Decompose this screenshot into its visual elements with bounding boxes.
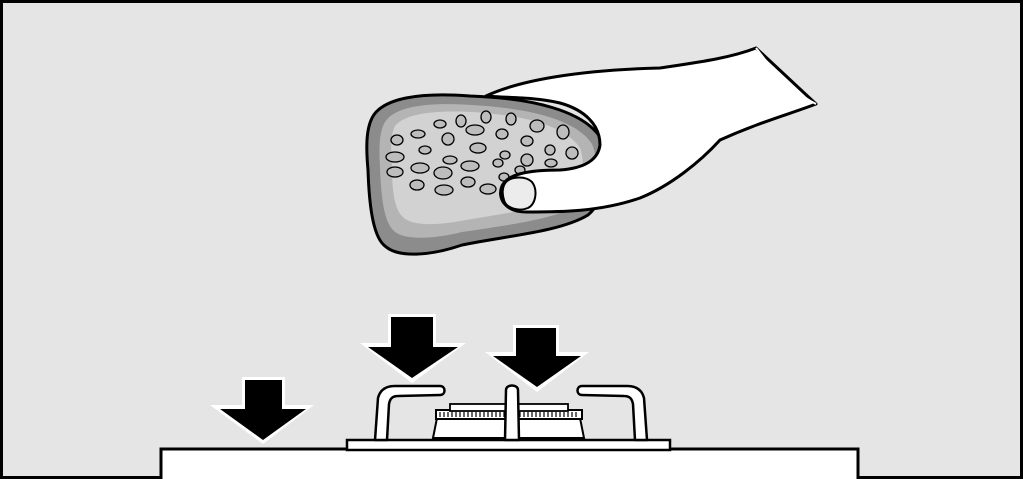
down-arrow-icon (360, 314, 466, 383)
sponge-pore (492, 158, 504, 168)
sponge-pore (520, 153, 534, 167)
sponge-pore (480, 110, 492, 124)
sponge-pore (434, 184, 454, 196)
sponge-pore (556, 124, 570, 140)
sponge-pore (455, 114, 467, 128)
sponge-pore (386, 166, 404, 178)
sponge-pore (390, 134, 404, 146)
sponge-pore (505, 112, 517, 126)
down-arrow-icon (485, 325, 589, 392)
down-arrow-icon (210, 377, 314, 444)
sponge-pore (469, 142, 487, 154)
sponge-pore (433, 119, 447, 129)
sponge-pore (409, 179, 425, 191)
sponge-pore (479, 183, 497, 195)
sponge-pore (520, 135, 534, 147)
sponge-pore (410, 129, 426, 139)
sponge-pore (442, 155, 458, 165)
sponge-pore (565, 146, 579, 160)
sponge-pore (544, 158, 558, 168)
sponge-pore (529, 119, 545, 133)
sponge-pore (499, 150, 511, 160)
sponge-pore (385, 151, 405, 163)
sponge-pore (460, 176, 476, 188)
sponge-pores (385, 110, 579, 196)
sponge-pore (441, 132, 455, 146)
hand-icon (484, 46, 818, 214)
sponge-pore (544, 144, 556, 156)
sponge-pore (433, 166, 453, 180)
pan-support-base (345, 438, 672, 452)
sponge-pore (460, 160, 480, 172)
sponge-pore (465, 124, 485, 136)
sponge-pore (418, 145, 432, 155)
sponge-pore (495, 128, 509, 140)
sponge-pore (410, 162, 430, 174)
hob-surface (159, 447, 860, 479)
pan-support-icon (373, 384, 649, 442)
